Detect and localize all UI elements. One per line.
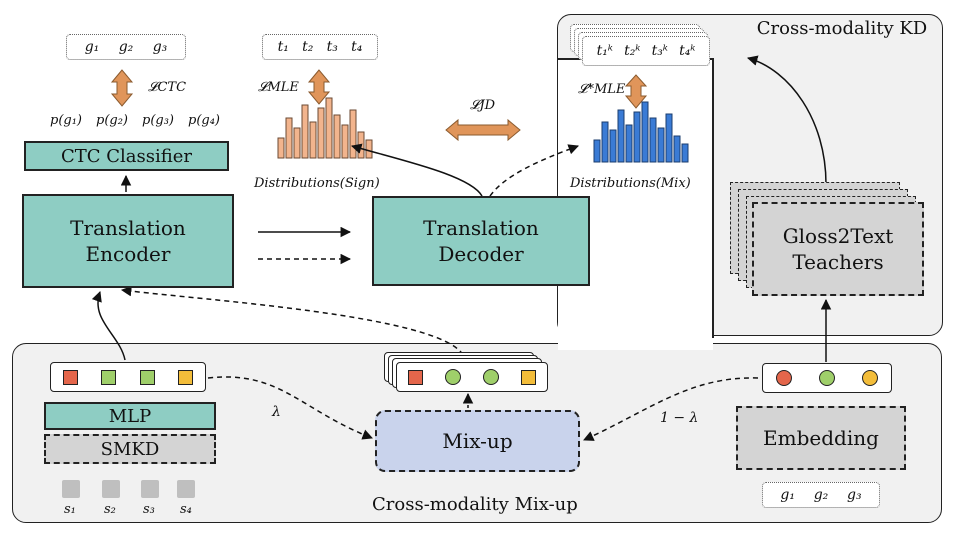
ctc-classifier-box: CTC Classifier	[24, 141, 229, 171]
gloss-token: g₂	[118, 39, 134, 55]
probability-row: p(g₁) p(g₂) p(g₃) p(g₄)	[50, 113, 220, 128]
text-token: t₂	[302, 39, 314, 55]
gloss-token-box-bottom: g₁ g₂ g₃	[762, 482, 880, 508]
probability-label: p(g₃)	[142, 113, 174, 128]
teacher-output-tokens: t₁ᵏ t₂ᵏ t₃ᵏ t₄ᵏ	[582, 36, 710, 66]
teacher-token: t₃ᵏ	[651, 43, 668, 59]
text-token: t₁	[277, 39, 289, 55]
gloss2text-label-line1: Gloss2Text	[782, 224, 894, 248]
yellow-square-token	[521, 369, 536, 385]
ctc-loss-arrow	[110, 69, 134, 107]
sign-label: s₄	[180, 502, 192, 517]
translation-encoder-box: Translation Encoder	[22, 194, 234, 288]
green-square-token	[101, 369, 117, 385]
gloss2text-label-line2: Teachers	[792, 250, 884, 274]
probability-label: p(g₂)	[96, 113, 128, 128]
gloss-token: g₃	[152, 39, 168, 55]
sign-label: s₁	[64, 502, 76, 517]
ctc-classifier-label: CTC Classifier	[60, 145, 193, 167]
teacher-token: t₄ᵏ	[679, 43, 696, 59]
sign-label: s₃	[143, 502, 155, 517]
gloss-token: g₁	[780, 487, 795, 503]
gloss-token: g₃	[847, 487, 862, 503]
encoder-label-line2: Encoder	[85, 242, 171, 266]
sign-label: s₂	[104, 502, 116, 517]
smkd-label: SMKD	[100, 438, 160, 460]
green-circle-token	[818, 370, 835, 386]
sign-frame-image	[62, 480, 80, 498]
teacher-token: t₂ᵏ	[624, 43, 641, 59]
embedding-feature-box	[762, 363, 892, 393]
sign-frame-image	[141, 480, 159, 498]
sign-frame-image	[177, 480, 195, 498]
distributions-sign-label: Distributions(Sign)	[254, 176, 380, 191]
teacher-output-stack: t₁ᵏ t₂ᵏ t₃ᵏ t₄ᵏ	[570, 24, 710, 68]
encoder-label-line1: Translation	[70, 216, 186, 240]
teacher-token: t₁ᵏ	[596, 43, 613, 59]
yellow-square-token	[178, 369, 194, 385]
gloss2text-teachers-box: Gloss2Text Teachers	[752, 202, 924, 296]
mixup-box: Mix-up	[375, 410, 580, 472]
mle-star-loss-label: 𝓛*MLE	[578, 82, 626, 97]
lambda-label: λ	[272, 404, 281, 420]
text-token: t₃	[326, 39, 338, 55]
gloss2text-teachers-stack: Gloss2Text Teachers	[730, 182, 925, 297]
jd-loss-arrow	[445, 118, 521, 142]
red-square-token	[62, 369, 78, 385]
red-circle-token	[776, 370, 793, 386]
text-token: t₄	[351, 39, 363, 55]
distributions-mix-label: Distributions(Mix)	[570, 176, 691, 191]
mix-distribution-bars	[593, 101, 689, 163]
text-token-box-top: t₁ t₂ t₃ t₄	[262, 34, 378, 60]
sign-frames: s₁ s₂ s₃ s₄	[52, 476, 212, 520]
ctc-loss-label: 𝓛CTC	[148, 80, 187, 95]
mle-loss-label: 𝓛MLE	[258, 80, 299, 95]
mixed-feature-box	[396, 362, 548, 392]
sign-feature-box	[50, 362, 206, 392]
one-minus-lambda-label: 1 − λ	[660, 410, 699, 426]
translation-decoder-box: Translation Decoder	[372, 196, 590, 286]
gloss-token-box-top: g₁ g₂ g₃	[66, 34, 186, 60]
jd-loss-label: 𝓛JD	[470, 98, 496, 113]
gloss-token: g₂	[813, 487, 829, 503]
gloss-token: g₁	[84, 39, 100, 55]
mlp-box: MLP	[44, 402, 216, 430]
decoder-label-line2: Decoder	[438, 242, 524, 266]
probability-label: p(g₄)	[188, 113, 220, 128]
green-square-token	[139, 369, 155, 385]
mle-loss-arrow	[307, 69, 331, 105]
embedding-box: Embedding	[736, 406, 906, 470]
mle-star-loss-arrow	[624, 74, 648, 109]
embedding-label: Embedding	[763, 426, 879, 450]
mixup-label: Mix-up	[442, 429, 513, 453]
green-circle-token	[445, 369, 461, 385]
cross-modality-kd-title: Cross-modality KD	[756, 18, 928, 39]
mlp-label: MLP	[108, 405, 152, 427]
mixup-region-label: Cross-modality Mix-up	[372, 494, 578, 515]
mixed-feature-stack	[384, 352, 554, 394]
probability-label: p(g₁)	[50, 113, 82, 128]
decoder-label-line1: Translation	[423, 216, 539, 240]
red-square-token	[408, 369, 423, 385]
yellow-circle-token	[861, 370, 878, 386]
sign-distribution-bars	[277, 97, 373, 159]
smkd-box: SMKD	[44, 434, 216, 464]
green-circle-token	[483, 369, 499, 385]
sign-frame-image	[102, 480, 120, 498]
kd-region-inner-edge	[712, 58, 714, 338]
